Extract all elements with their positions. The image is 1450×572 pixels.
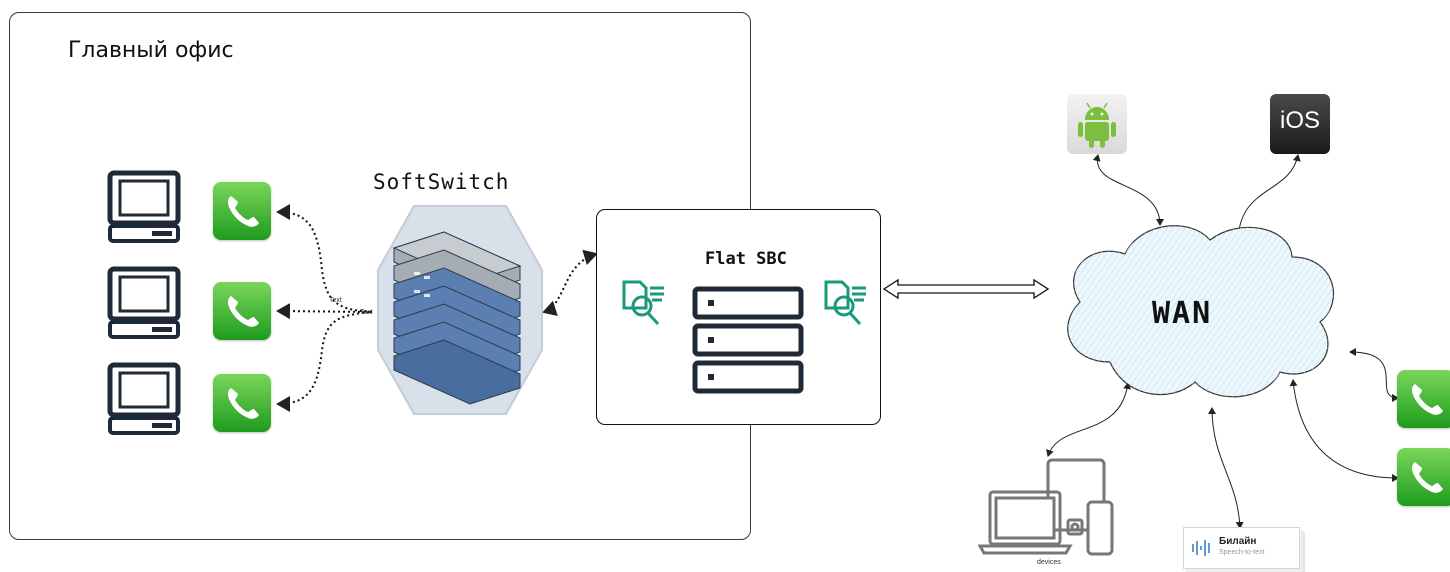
office-title: Главный офис (68, 38, 234, 63)
android-icon (1067, 94, 1127, 154)
phone-app-icon (1397, 370, 1450, 428)
desktop-computer-icon (107, 266, 181, 339)
phone-app-icon (213, 282, 271, 340)
document-search-icon (824, 280, 866, 326)
phone-app-icon (213, 182, 271, 240)
sound-wave-icon (1192, 540, 1210, 556)
link-phone2-softswitch (276, 303, 373, 320)
link-softswitch-sbc (542, 249, 598, 316)
link-sbc-wan (882, 278, 1050, 300)
devices-icon (978, 458, 1114, 556)
cloud-icon (1067, 225, 1335, 398)
link-wan-android (1092, 154, 1164, 226)
ios-icon: iOS (1270, 94, 1330, 154)
desktop-computer-icon (107, 362, 181, 435)
server-rack-icon (377, 205, 543, 415)
document-search-icon (622, 280, 664, 326)
connector-label: Text (329, 297, 342, 304)
desktop-computer-icon (107, 170, 181, 243)
devices-caption: devices (1037, 559, 1061, 566)
phone-app-icon (1397, 448, 1450, 506)
beeline-subtitle: Speech-to-text (1219, 549, 1265, 556)
ios-label: iOS (1279, 107, 1320, 134)
link-wan-phone-right1 (1349, 348, 1399, 402)
connector-label: Text (360, 309, 373, 316)
server-rack-icon (692, 286, 804, 394)
link-wan-phone-right2 (1289, 379, 1399, 482)
link-wan-devices (1046, 382, 1132, 457)
link-wan-ios (1234, 154, 1301, 244)
beeline-speech-card: Билайн Speech-to-text (1183, 527, 1300, 569)
phone-app-icon (213, 374, 271, 432)
beeline-name: Билайн (1219, 536, 1257, 547)
softswitch-label: SoftSwitch (373, 170, 510, 194)
wan-label: WAN (1152, 296, 1213, 331)
link-wan-beeline (1208, 407, 1244, 529)
sbc-label: Flat SBC (705, 249, 787, 269)
